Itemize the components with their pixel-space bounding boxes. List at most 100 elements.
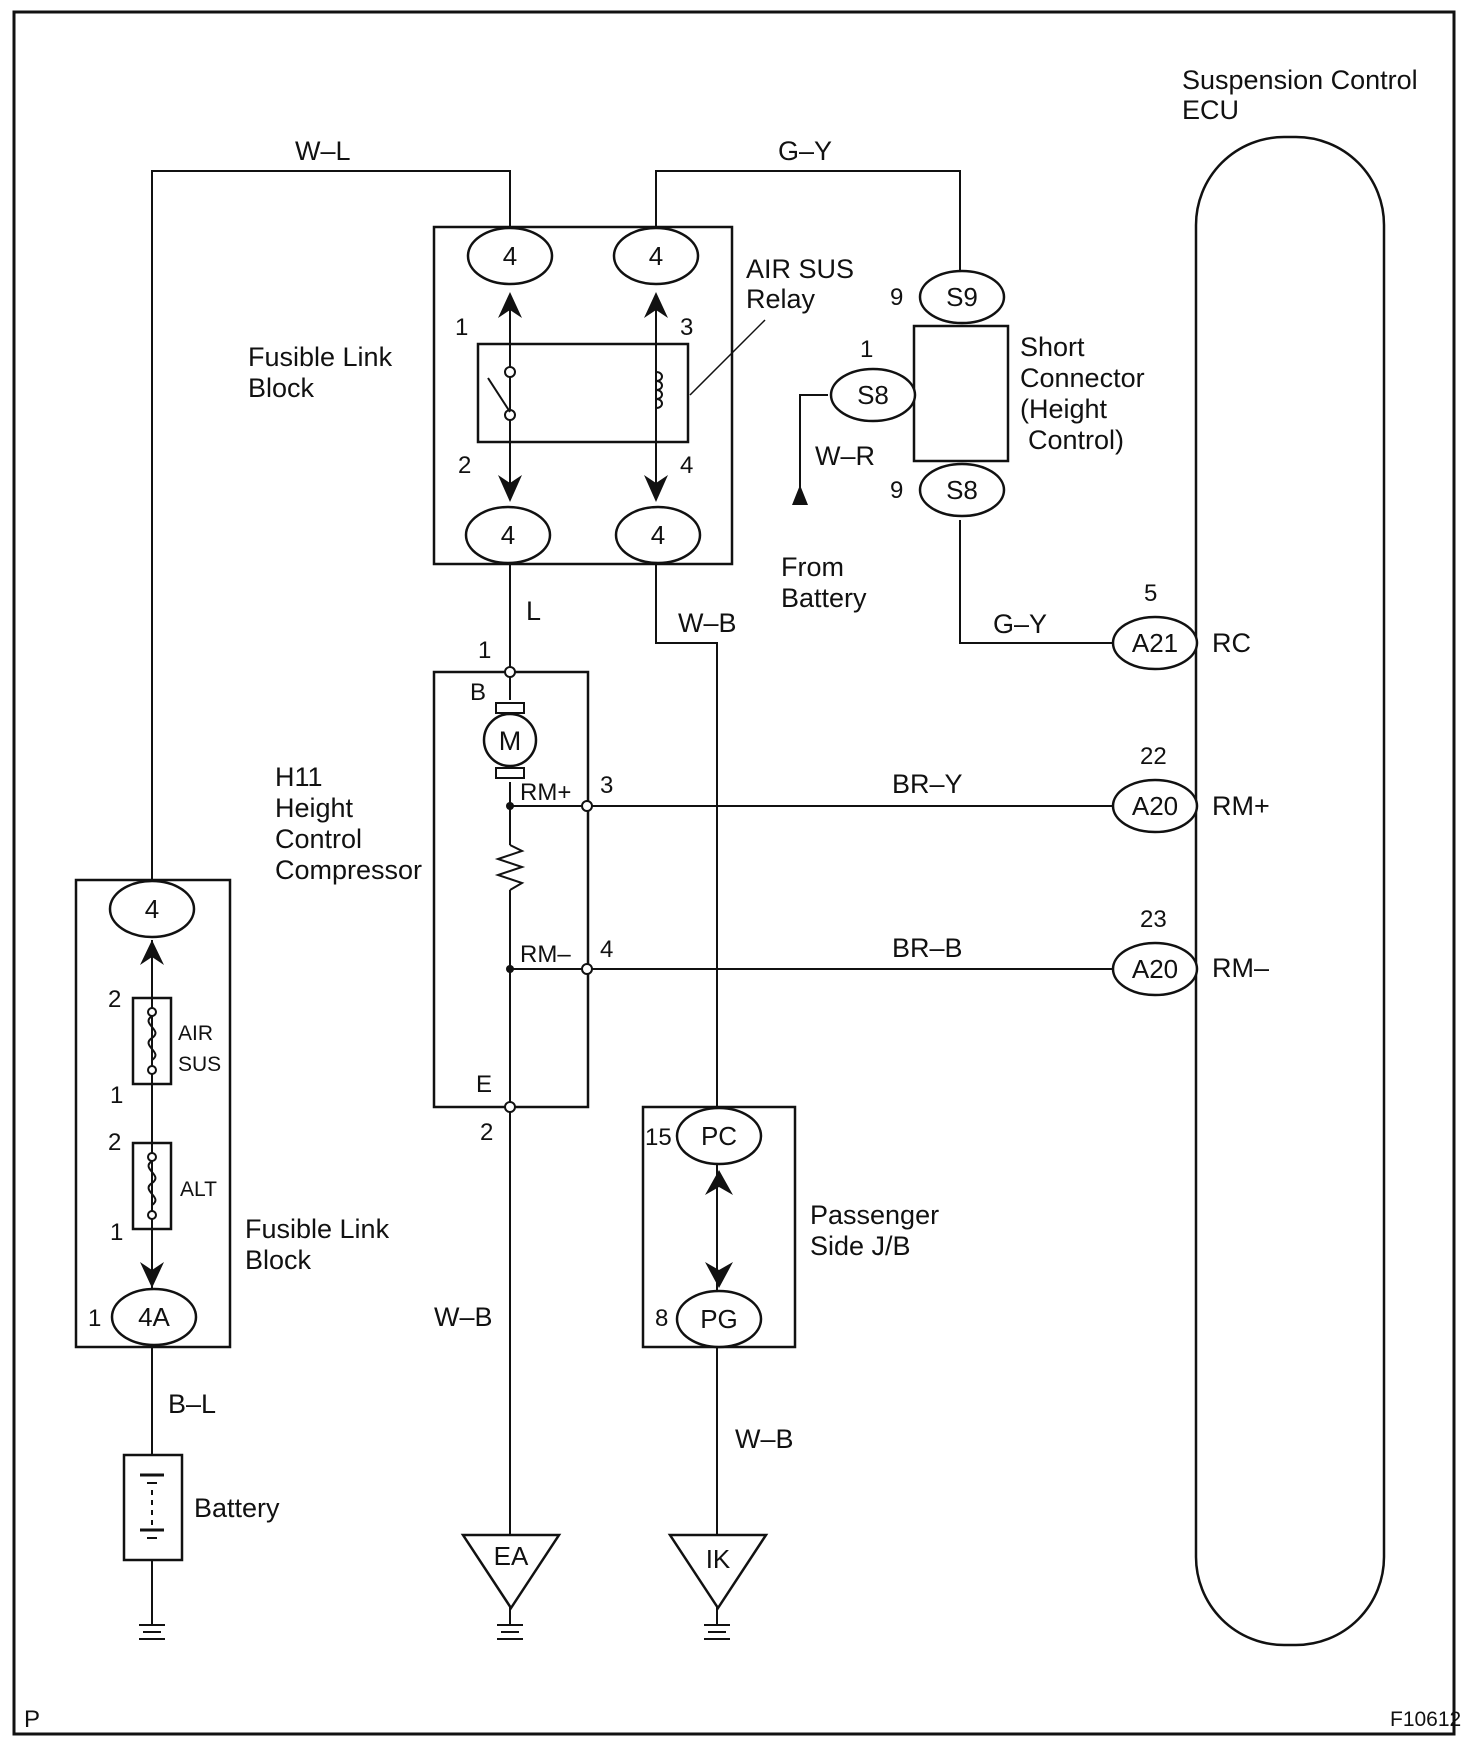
connector-pg bbox=[675, 1289, 763, 1349]
ground-ea-triangle bbox=[460, 1533, 562, 1611]
wire-label-w-b-ground-ik: W–B bbox=[735, 1424, 794, 1454]
relay-pin-2: 2 bbox=[458, 452, 471, 479]
ground-ik-label: IK bbox=[706, 1544, 731, 1574]
junction-rm-minus-left bbox=[506, 965, 514, 973]
motor-symbol bbox=[482, 712, 538, 768]
wire-label-g-y-top: G–Y bbox=[778, 136, 832, 166]
relay-connector-top-right bbox=[612, 226, 700, 286]
connector-a20-plus bbox=[1111, 778, 1199, 834]
fuse-alt-dot-bottom bbox=[147, 1210, 157, 1220]
relay-connector-bottom-left-label: 4 bbox=[501, 520, 515, 550]
wire-label-w-b-relay: W–B bbox=[678, 608, 737, 638]
suspension-control-ecu-body bbox=[1194, 135, 1386, 1647]
compressor-pin-3: 3 bbox=[600, 772, 613, 799]
compressor-line2: Height bbox=[275, 793, 354, 823]
from-battery-line1: From bbox=[781, 552, 844, 582]
flow-arrows bbox=[140, 292, 808, 1288]
ground-symbol-ik bbox=[704, 1624, 730, 1640]
wire-w-l bbox=[151, 170, 511, 879]
s8-bottom-pin: 9 bbox=[890, 477, 903, 504]
relay-connector-top-left-label: 4 bbox=[503, 241, 517, 271]
short-connector-line2: Connector bbox=[1020, 363, 1145, 393]
a21-pin: 5 bbox=[1144, 580, 1157, 607]
connector-a21 bbox=[1111, 615, 1199, 671]
compressor-internals: M bbox=[482, 666, 593, 1113]
fuse-air-sus-dot-bottom bbox=[147, 1065, 157, 1075]
ecu-terminal-rm-plus: RM+ bbox=[1212, 791, 1270, 821]
pin-numbers: 1 3 2 4 9 1 9 5 22 23 1 3 4 2 15 8 2 1 2… bbox=[88, 284, 1167, 1332]
connector-a20-minus bbox=[1111, 941, 1199, 997]
a20-minus-pin: 23 bbox=[1140, 906, 1167, 933]
short-connector-line3: (Height bbox=[1020, 394, 1108, 424]
terminal-2-dot bbox=[504, 1101, 516, 1113]
wire-w-r bbox=[799, 394, 828, 495]
fusible-top-line2: Block bbox=[248, 373, 315, 403]
pc-pin: 15 bbox=[645, 1124, 672, 1151]
pg-pin: 8 bbox=[655, 1305, 668, 1332]
fuse-alt-pin-1: 1 bbox=[110, 1219, 123, 1246]
terminal-4-dot bbox=[581, 963, 593, 975]
arrow-up-jb bbox=[705, 1170, 733, 1195]
wires bbox=[151, 170, 1113, 1625]
fuse-air-label-line1: AIR bbox=[178, 1022, 213, 1045]
connector-a20-minus-label: A20 bbox=[1132, 954, 1178, 984]
terminal-3-dot bbox=[581, 800, 593, 812]
motor-bracket-bottom bbox=[495, 767, 525, 779]
motor-bracket-top bbox=[495, 702, 525, 714]
junction-rm-plus-left bbox=[506, 802, 514, 810]
corner-label-right: F10612 bbox=[1390, 1708, 1461, 1731]
ground-ik-triangle bbox=[667, 1533, 769, 1611]
fuse-alt-label: ALT bbox=[180, 1178, 217, 1201]
compressor-line1: H11 bbox=[275, 762, 323, 792]
wire-label-w-r: W–R bbox=[815, 441, 875, 471]
ground-symbol-battery bbox=[139, 1624, 165, 1640]
terminal-rm-minus: RM– bbox=[520, 941, 571, 968]
fuse-air-sus-dot-top bbox=[147, 1007, 157, 1017]
compressor-line3: Control bbox=[275, 824, 362, 854]
wire-label-br-y: BR–Y bbox=[892, 769, 963, 799]
arrow-up-fl-bottom bbox=[140, 940, 164, 965]
a20-plus-pin: 22 bbox=[1140, 743, 1167, 770]
relay-contact-top bbox=[504, 366, 516, 378]
fuse-air-label-line2: SUS bbox=[178, 1053, 221, 1076]
compressor-pin-2: 2 bbox=[480, 1119, 493, 1146]
arrow-down-relay-left bbox=[498, 475, 522, 502]
arrow-up-relay-left bbox=[498, 292, 522, 318]
ecu-terminal-rc: RC bbox=[1212, 628, 1251, 658]
wire-color-labels: W–L G–Y L W–B W–R G–Y BR–Y BR–B W–B W–B … bbox=[168, 136, 1047, 1454]
compressor-line4: Compressor bbox=[275, 855, 422, 885]
relay-pointer-line bbox=[689, 319, 766, 396]
connector-a20-plus-label: A20 bbox=[1132, 791, 1178, 821]
relay-title-line1: AIR SUS bbox=[746, 254, 854, 284]
fuse-alt-element bbox=[147, 1160, 157, 1206]
relay-connector-bottom-right bbox=[614, 505, 702, 565]
passenger-jb-line2: Side J/B bbox=[810, 1231, 911, 1261]
wire-label-g-y-ecu: G–Y bbox=[993, 609, 1047, 639]
fusible-top-line1: Fusible Link bbox=[248, 342, 393, 372]
arrow-up-from-battery bbox=[792, 485, 808, 505]
connector-fl-bottom-label: 4A bbox=[138, 1302, 170, 1332]
air-sus-relay-body bbox=[476, 342, 690, 444]
terminal-1-dot bbox=[504, 666, 516, 678]
relay-pin-1: 1 bbox=[455, 314, 468, 341]
relay-internals bbox=[487, 319, 766, 421]
connector-s8-left-label: S8 bbox=[857, 380, 889, 410]
short-connector-line4: Control) bbox=[1028, 425, 1124, 455]
fusible-link-block-top bbox=[432, 225, 734, 566]
component-labels: Suspension Control ECU Fusible Link Bloc… bbox=[24, 65, 1461, 1733]
arrow-down-fl-bottom bbox=[140, 1262, 164, 1288]
fusible-bottom-line2: Block bbox=[245, 1245, 312, 1275]
motor-label: M bbox=[499, 726, 522, 756]
connector-fl-top-label: 4 bbox=[145, 894, 159, 924]
terminal-b: B bbox=[470, 679, 486, 706]
wire-g-y-top bbox=[655, 170, 961, 276]
ecu-title-line2: ECU bbox=[1182, 95, 1239, 125]
ground-symbol-ea bbox=[497, 1624, 523, 1640]
compressor-pin-1: 1 bbox=[478, 637, 491, 664]
s9-pin: 9 bbox=[890, 284, 903, 311]
arrow-down-jb bbox=[705, 1262, 733, 1288]
fuse-alt-dot-top bbox=[147, 1152, 157, 1162]
compressor-pin-4: 4 bbox=[600, 936, 613, 963]
battery-box bbox=[122, 1453, 184, 1562]
